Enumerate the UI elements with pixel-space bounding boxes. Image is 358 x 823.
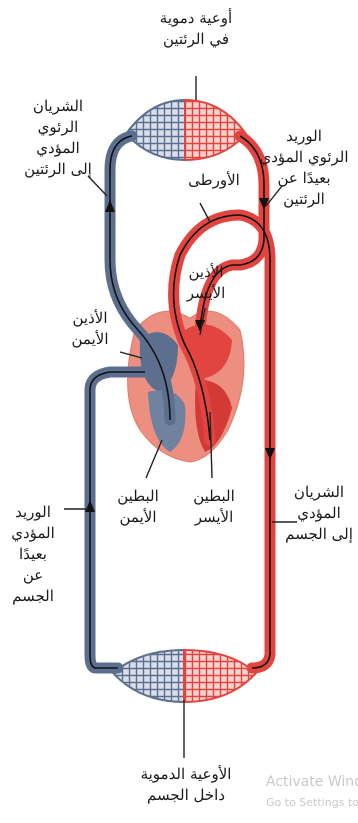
watermark-line2: Go to Settings to a xyxy=(266,796,358,809)
label-right-atrium: الأذين الأيمن xyxy=(52,308,128,350)
label-aorta: الأورطى xyxy=(176,170,252,191)
body-capillary-bed xyxy=(113,650,256,702)
body-capillary-oxygenated-half xyxy=(184,650,256,702)
label-left-atrium: الأذين الأيسر xyxy=(174,262,238,304)
label-artery-to-body: الشريان المؤدي إلى الجسم xyxy=(280,482,358,545)
lung-capillary-deoxygenated-half xyxy=(126,100,185,160)
label-body-vessels: الأوعية الدموية داخل الجسم xyxy=(124,764,248,806)
label-pulmonary-vein: الوريد الرئوي المؤدي بعيدًا عن الرئتين xyxy=(250,126,358,210)
body-capillary-deoxygenated-half xyxy=(113,650,184,702)
label-vein-from-body: الوريد المؤدي بعيدًا عن الجسم xyxy=(0,502,66,607)
label-pulmonary-artery: الشريان الرئوي المؤدي إلى الرئتين xyxy=(4,96,112,180)
label-lung-vessels: أوعية دموية في الرئتين xyxy=(140,8,252,50)
watermark-line1: Activate Wind xyxy=(266,774,358,790)
lung-capillary-bed xyxy=(126,100,246,160)
label-right-ventricle: البطين الأيمن xyxy=(100,486,176,528)
lung-capillary-oxygenated-half xyxy=(185,100,246,160)
label-left-ventricle: البطين الأيسر xyxy=(176,486,252,528)
